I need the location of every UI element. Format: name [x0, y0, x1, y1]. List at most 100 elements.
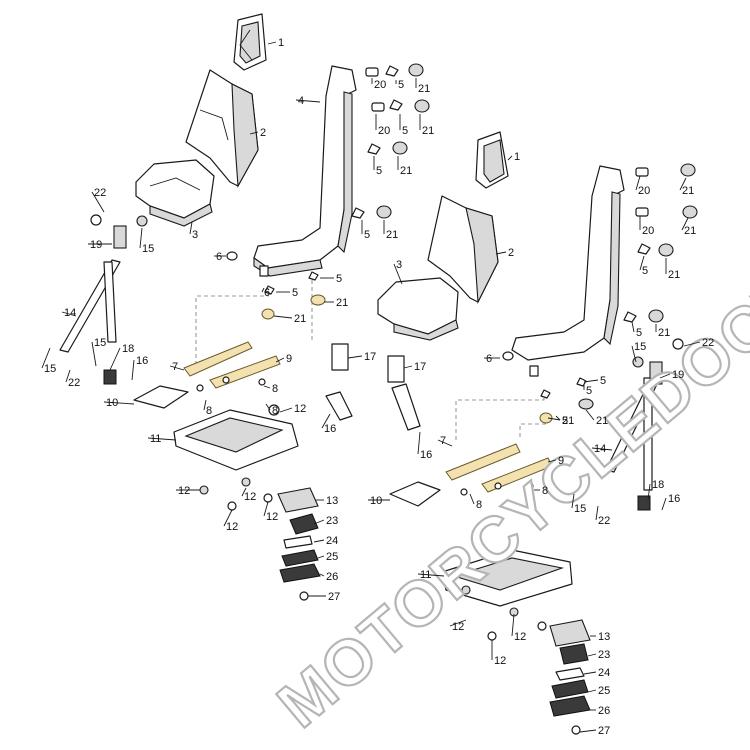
callout-leader — [249, 131, 259, 135]
callout-leader — [511, 613, 515, 637]
callout-leader — [241, 487, 247, 497]
callout-number: 16 — [324, 423, 336, 435]
callout-number: 17 — [414, 361, 426, 373]
callout-leader — [417, 431, 421, 455]
callout-number: 21 — [418, 83, 430, 95]
callout-leader — [347, 355, 363, 359]
frame-bolts — [351, 63, 430, 219]
callout-leader — [267, 41, 277, 45]
callout-number: 6 — [264, 287, 270, 299]
callout-number: 11 — [420, 569, 431, 581]
callout-number: 21 — [400, 165, 412, 177]
callout-leader — [263, 385, 271, 389]
right-seat-assembly — [377, 131, 698, 735]
callout-number: 12 — [514, 631, 526, 643]
callout-number: 21 — [562, 415, 574, 427]
callout-leader — [203, 399, 207, 411]
callout-number: 12 — [244, 491, 256, 503]
callout-leader — [547, 459, 557, 463]
callout-number: 8 — [476, 499, 482, 511]
handle-stack — [199, 477, 321, 601]
callout-leader — [437, 439, 453, 447]
seat-base — [387, 355, 573, 607]
callout-number: 13 — [326, 495, 338, 507]
callout-number: 25 — [326, 551, 338, 563]
callout-leader — [273, 315, 293, 319]
callout-number: 5 — [636, 327, 642, 339]
callout-number: 5 — [336, 273, 342, 285]
callout-number: 12 — [178, 485, 190, 497]
headrest — [475, 131, 509, 189]
callout-number: 19 — [90, 239, 102, 251]
frame-fasteners — [455, 351, 594, 440]
callout-leader — [91, 191, 105, 213]
callout-number: 4 — [298, 95, 304, 107]
callout-number: 9 — [558, 455, 564, 467]
callout-number: 26 — [598, 705, 610, 717]
callout-leader — [279, 407, 293, 413]
callout-leader — [295, 99, 321, 103]
callout-number: 21 — [682, 185, 694, 197]
callout-number: 22 — [68, 377, 80, 389]
callout-leader — [683, 341, 701, 347]
callout-leader — [469, 493, 475, 505]
callout-leader — [109, 347, 121, 371]
callout-leader — [403, 365, 413, 369]
callout-number: 20 — [642, 225, 654, 237]
callout-number: 21 — [668, 269, 680, 281]
callout-number: 21 — [684, 225, 696, 237]
callout-leader — [661, 497, 667, 511]
callout-number: 16 — [420, 449, 432, 461]
callout-number: 18 — [122, 343, 134, 355]
callout-leader — [647, 483, 651, 501]
callout-leader — [585, 409, 595, 421]
seat-belt — [59, 214, 148, 385]
seat-cushion — [135, 159, 215, 227]
callout-number: 12 — [294, 403, 306, 415]
callout-number: 27 — [598, 725, 610, 737]
callout-leader — [139, 227, 143, 249]
callout-number: 12 — [266, 511, 278, 523]
callout-leader — [631, 321, 635, 333]
callout-number: 17 — [364, 351, 376, 363]
callout-leader — [659, 373, 671, 379]
callout-leader — [583, 379, 599, 383]
callout-number: 21 — [422, 125, 434, 137]
callout-leader — [587, 689, 597, 693]
callout-number: 7 — [172, 361, 178, 373]
callout-number: 5 — [586, 385, 592, 397]
callout-leader — [147, 437, 177, 441]
callout-leader — [41, 347, 51, 369]
callout-number: 20 — [378, 125, 390, 137]
callout-number: 20 — [638, 185, 650, 197]
callout-number: 22 — [94, 187, 106, 199]
callout-leader — [417, 573, 445, 577]
callout-leader — [635, 175, 641, 191]
callout-leader — [507, 155, 513, 161]
callout-number: 21 — [294, 313, 306, 325]
headrest — [233, 13, 267, 71]
callout-number: 15 — [44, 363, 56, 375]
callout-number: 15 — [634, 341, 646, 353]
callout-leader — [313, 519, 325, 525]
callout-number: 12 — [494, 655, 506, 667]
callout-leader — [261, 287, 265, 293]
callout-number: 26 — [326, 571, 338, 583]
callout-number: 18 — [652, 479, 664, 491]
seat-back — [185, 69, 259, 188]
callout-leader — [265, 403, 271, 411]
seat-frame — [511, 165, 625, 361]
callout-number: 5 — [600, 375, 606, 387]
callout-number: 5 — [398, 79, 404, 91]
callout-number: 1 — [278, 37, 284, 49]
callout-leader — [61, 311, 77, 317]
slide-rails — [183, 341, 281, 392]
callout-number: 2 — [260, 127, 266, 139]
callout-number: 21 — [658, 327, 670, 339]
seat-back — [427, 195, 499, 305]
callout-number: 8 — [206, 405, 212, 417]
callout-number: 5 — [364, 229, 370, 241]
callout-number: 6 — [486, 353, 492, 365]
